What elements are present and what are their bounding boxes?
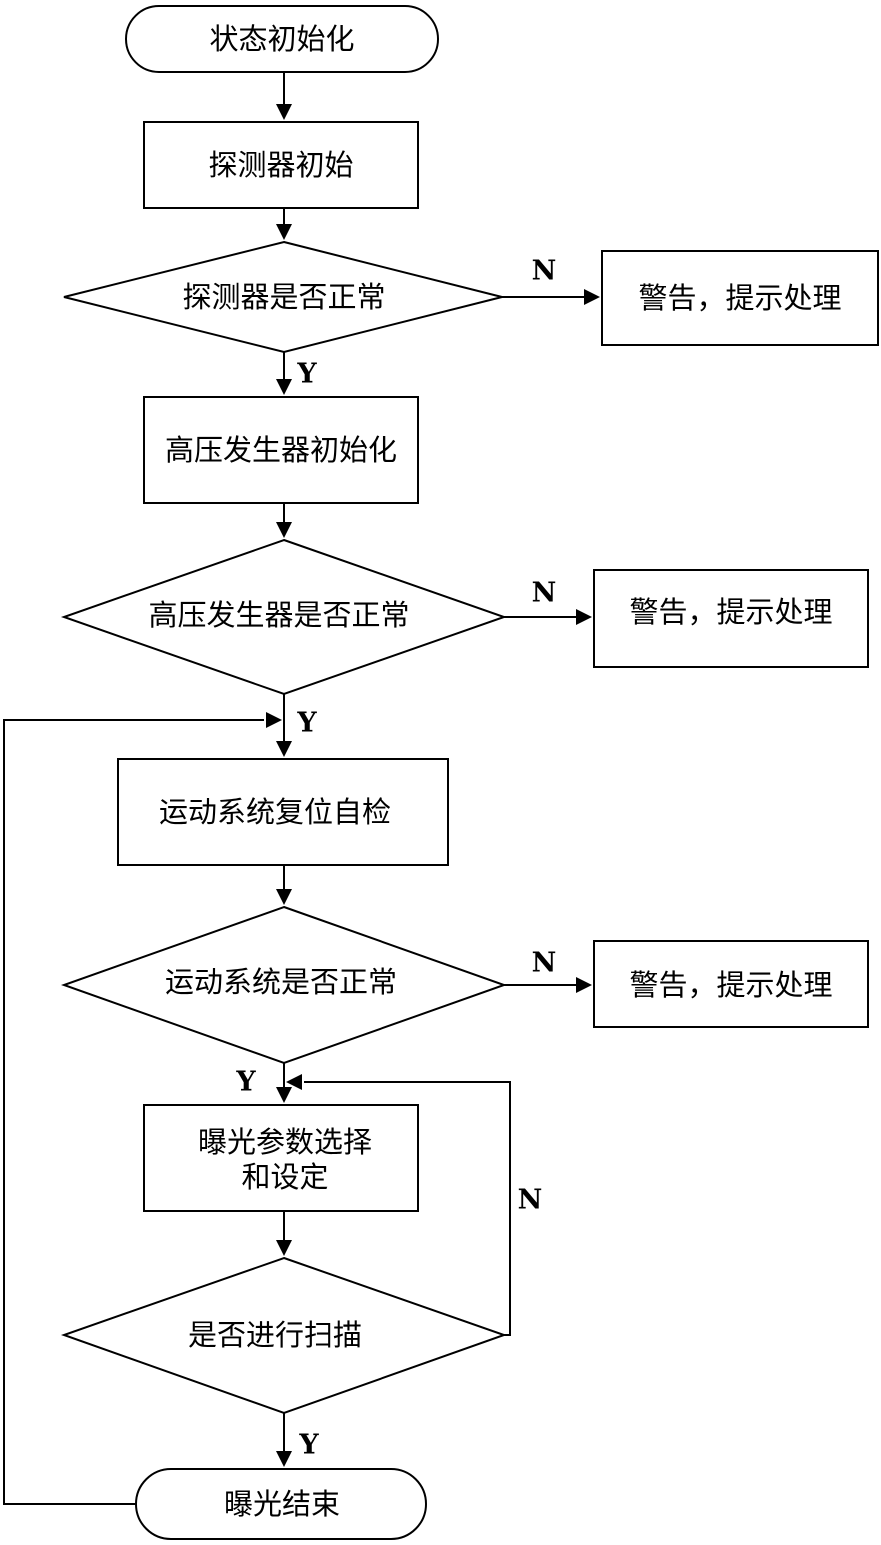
detector-init-box	[143, 121, 419, 209]
arrowhead-down	[276, 1240, 292, 1256]
motion-no-label: N	[532, 948, 557, 979]
arrowhead-right	[266, 712, 282, 728]
arrowhead-down	[276, 522, 292, 538]
arrowhead-down	[276, 379, 292, 395]
exposure-params-label-line2: 和设定	[241, 1160, 328, 1194]
hv-check-label: 高压发生器是否正常	[148, 598, 409, 632]
scan-check-label: 是否进行扫描	[188, 1318, 362, 1352]
arrowhead-down	[276, 104, 292, 120]
arrowhead-left	[286, 1074, 302, 1090]
detector-warning-label: 警告，提示处理	[638, 281, 841, 315]
connector-scan-check-no-loop	[304, 1081, 511, 1336]
motion-selftest-box	[117, 758, 449, 866]
motion-selftest-label: 运动系统复位自检	[159, 795, 391, 829]
start-terminator	[125, 5, 439, 73]
hv-no-label: N	[532, 578, 557, 609]
arrowhead-right	[576, 977, 592, 993]
hv-warning-box	[593, 569, 869, 668]
arrowhead-down	[276, 741, 292, 757]
detector-warning-box	[601, 250, 879, 346]
hv-yes-label: Y	[296, 708, 317, 739]
hv-warning-label: 警告，提示处理	[629, 595, 832, 629]
end-label: 曝光结束	[224, 1487, 340, 1521]
arrowhead-down	[276, 889, 292, 905]
arrowhead-down	[276, 1451, 292, 1467]
exposure-params-box	[143, 1104, 419, 1212]
detector-check-label: 探测器是否正常	[182, 280, 385, 314]
detector-yes-label: Y	[296, 359, 317, 390]
exposure-params-label-line1: 曝光参数选择	[198, 1125, 372, 1159]
motion-yes-label: Y	[235, 1067, 256, 1098]
motion-check-label: 运动系统是否正常	[165, 965, 397, 999]
scan-yes-label: Y	[298, 1430, 319, 1461]
arrowhead-right	[584, 289, 600, 305]
arrowhead-down	[276, 224, 292, 240]
motion-warning-label: 警告，提示处理	[629, 968, 832, 1002]
hv-init-box	[143, 396, 419, 504]
motion-warning-box	[593, 940, 869, 1028]
arrowhead-down	[276, 1087, 292, 1103]
detector-init-label: 探测器初始	[208, 148, 353, 182]
detector-no-label: N	[532, 256, 557, 287]
arrowhead-right	[576, 609, 592, 625]
connector-end-loop-back	[3, 719, 264, 1505]
start-label: 状态初始化	[209, 22, 354, 56]
hv-init-label: 高压发生器初始化	[165, 433, 397, 467]
scan-no-label: N	[518, 1185, 543, 1216]
